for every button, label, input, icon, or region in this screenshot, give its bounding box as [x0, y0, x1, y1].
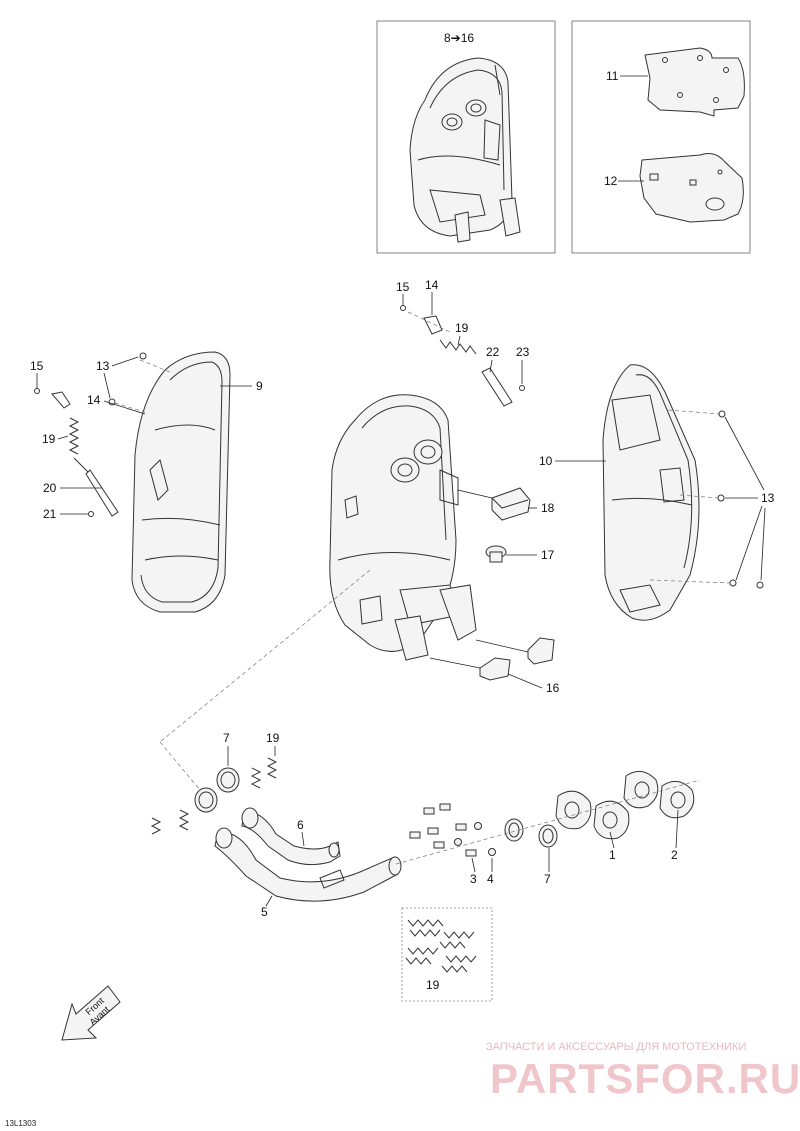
muffler-cover-left-9	[131, 351, 231, 613]
watermark-tagline: ЗАПЧАСТИ И АКСЕССУАРЫ ДЛЯ МОТОТЕХНИКИ	[486, 1041, 746, 1053]
callout-19-kit: 19	[426, 978, 440, 992]
callout-19-top: 19	[455, 321, 469, 335]
callout-6: 6	[297, 818, 304, 832]
ring-7-right	[504, 818, 558, 848]
callout-3: 3	[470, 872, 477, 886]
inset-box-gaskets	[571, 20, 751, 254]
callout-21: 21	[43, 507, 57, 521]
spring-19-mid	[150, 757, 278, 835]
gasket-11	[644, 47, 745, 117]
drawing-code: 13L1303	[5, 1119, 37, 1128]
callout-17: 17	[541, 548, 555, 562]
callout-9: 9	[256, 379, 263, 393]
nuts-4	[454, 822, 496, 856]
watermark-brand: PARTSFOR.RU	[490, 1055, 800, 1102]
callout-20: 20	[43, 481, 57, 495]
callout-14-left: 14	[87, 393, 101, 407]
front-arrow	[61, 985, 121, 1041]
gasket-12	[639, 153, 744, 223]
callout-22: 22	[486, 345, 500, 359]
callout-15-top: 15	[396, 280, 410, 294]
muffler-center	[329, 394, 477, 661]
inset-assembly-label: 8➔16	[444, 31, 474, 45]
bumper-16b	[479, 657, 511, 681]
bumper-16a	[527, 637, 555, 665]
callout-10: 10	[539, 454, 553, 468]
bumper-18	[491, 487, 531, 521]
spring-19-left	[68, 417, 89, 473]
exhaust-pipe-5	[214, 827, 402, 902]
callout-7-bottom: 7	[544, 872, 551, 886]
callout-19-left: 19	[42, 432, 56, 446]
callout-13-right: 13	[761, 491, 775, 505]
muffler-assembly-small	[409, 57, 521, 243]
callout-4: 4	[487, 872, 494, 886]
bumper-17	[485, 545, 507, 563]
callout-18: 18	[541, 501, 555, 515]
callout-13-left: 13	[96, 359, 110, 373]
spring-kit-box	[401, 907, 493, 1002]
callout-11: 11	[606, 69, 619, 83]
flange-1	[555, 790, 630, 840]
exhaust-pipe-6	[241, 807, 341, 866]
callout-16: 16	[546, 681, 560, 695]
bolts-3	[409, 803, 477, 857]
flange-2	[623, 770, 695, 819]
muffler-cover-right-10	[602, 364, 700, 621]
callout-7-top: 7	[223, 731, 230, 745]
spring-kit-19	[405, 919, 477, 973]
callout-12: 12	[604, 174, 618, 188]
callout-5: 5	[261, 905, 268, 919]
callout-23: 23	[516, 345, 530, 359]
spring-19-top	[439, 339, 477, 355]
callout-19-mid: 19	[266, 731, 280, 745]
callout-14-top: 14	[425, 278, 439, 292]
callout-15-left: 15	[30, 359, 44, 373]
callout-2: 2	[671, 848, 678, 862]
callout-1: 1	[609, 848, 616, 862]
ring-7-left	[194, 767, 240, 813]
inset-box-assembly	[376, 20, 556, 254]
